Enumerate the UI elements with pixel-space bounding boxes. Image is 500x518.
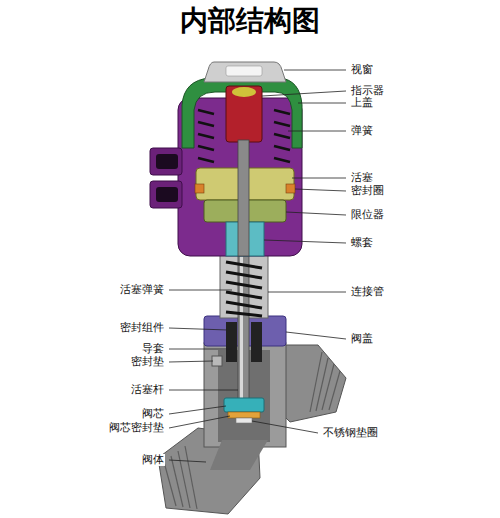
part-label: 活塞杆 <box>130 384 165 396</box>
leader-line <box>169 328 228 330</box>
part-label: 活塞 <box>350 172 374 184</box>
inlet-thread <box>164 446 197 509</box>
leader-line <box>169 416 230 428</box>
leader-line <box>169 349 232 350</box>
leader-line <box>252 421 318 433</box>
leader-line <box>288 131 346 132</box>
leader-line <box>286 212 346 215</box>
part-label: 视窗 <box>350 64 374 76</box>
upper-cover <box>182 78 302 148</box>
piston-spring <box>226 262 262 316</box>
flow-path <box>210 440 268 470</box>
indicator-tip <box>232 87 256 97</box>
seal-assembly <box>251 322 262 362</box>
part-label: 螺套 <box>350 237 374 249</box>
leader-line <box>169 290 232 291</box>
piston-rod-upper <box>238 140 249 256</box>
part-label: 连接管 <box>350 286 385 298</box>
air-port <box>150 148 182 175</box>
part-label: 指示器 <box>350 85 385 97</box>
leader-line <box>292 178 346 179</box>
disc-seal <box>228 412 260 418</box>
seal-ring <box>286 184 295 193</box>
valve-disc <box>224 398 264 412</box>
window-cap <box>204 62 286 82</box>
port-thread <box>156 154 178 202</box>
leader-line <box>262 91 346 96</box>
title: 内部结构图 <box>0 6 500 37</box>
air-port <box>150 181 182 208</box>
part-label: 密封组件 <box>119 322 165 334</box>
part-label: 阀芯密封垫 <box>108 422 165 434</box>
part-label: 弹簧 <box>350 125 374 137</box>
seal-assembly <box>226 322 237 362</box>
leader-line <box>169 460 206 462</box>
leader-line <box>169 361 213 362</box>
part-label: 密封圈 <box>350 185 385 197</box>
seal-ring <box>195 184 204 193</box>
part-label: 阀芯 <box>141 408 165 420</box>
part-label: 导套 <box>141 343 165 355</box>
leader-line <box>268 292 346 293</box>
part-label: 活塞弹簧 <box>119 284 165 296</box>
part-label: 阀盖 <box>350 333 374 345</box>
indicator <box>226 86 262 142</box>
part-label: 阀体 <box>141 454 165 466</box>
part-label: 密封垫 <box>130 356 165 368</box>
part-label: 不锈钢垫圈 <box>322 427 379 439</box>
leader-line <box>286 332 346 339</box>
part-label: 上盖 <box>350 97 374 109</box>
seal-gasket <box>212 356 222 366</box>
leader-line <box>284 70 346 71</box>
leader-line <box>169 390 238 391</box>
leader-line <box>298 103 346 104</box>
leader-line <box>169 406 226 414</box>
leader-line <box>295 189 346 191</box>
window-glass <box>226 66 262 76</box>
leader-line <box>264 240 346 243</box>
steel-washer <box>236 418 252 423</box>
part-label: 限位器 <box>350 209 385 221</box>
outlet-thread <box>310 352 340 412</box>
